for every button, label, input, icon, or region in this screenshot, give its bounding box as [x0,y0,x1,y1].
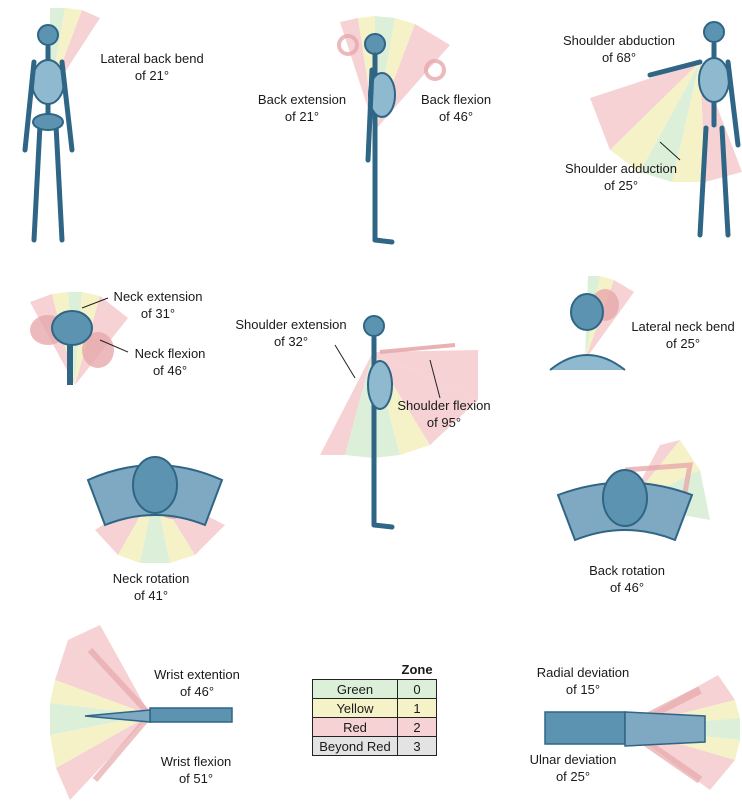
zone-name: Beyond Red [313,737,398,756]
back-rotation-diagram [558,440,710,540]
skull [571,294,603,330]
lateral-back-bend-diagram [25,8,100,240]
zone-name: Yellow [313,699,398,718]
zone-legend-table: Zone Green 0 Yellow 1 Red 2 Beyond Red 3 [312,660,437,756]
zone-row: Green 0 [313,680,437,699]
skull [133,457,177,513]
zone-row: Beyond Red 3 [313,737,437,756]
zone-value: 1 [398,699,437,718]
zone-value: 2 [398,718,437,737]
skull [52,311,92,345]
zone-value: 3 [398,737,437,756]
lateral-neck-bend-diagram [550,276,634,370]
zone-name: Red [313,718,398,737]
zone-value: 0 [398,680,437,699]
skull [603,470,647,526]
neck-rotation-diagram [88,457,225,563]
zone-header: Zone [398,660,437,680]
back-flexion-diagram [339,16,450,242]
zone-row: Red 2 [313,718,437,737]
zone-row: Yellow 1 [313,699,437,718]
zone-name: Green [313,680,398,699]
